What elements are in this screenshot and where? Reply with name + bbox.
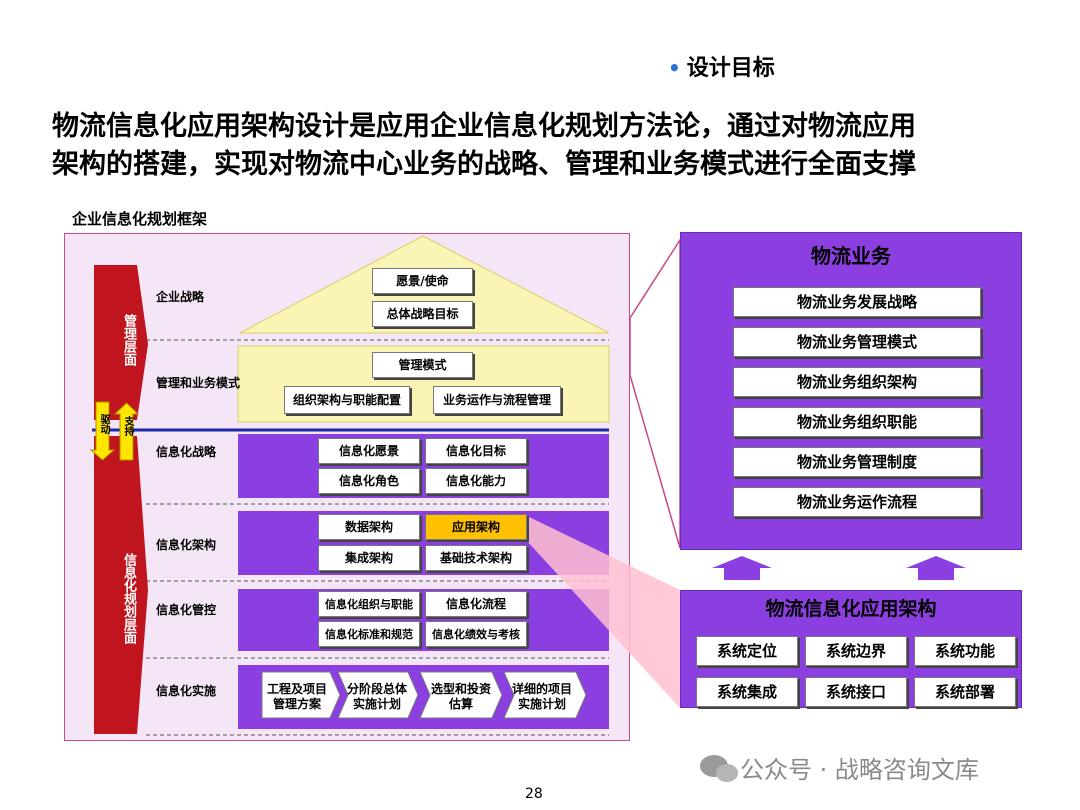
support-label: 支持	[122, 416, 133, 436]
arch-item: 系统定位	[696, 636, 798, 666]
box-it-capability: 信息化能力	[425, 468, 527, 494]
box-it-performance: 信息化绩效与考核	[425, 621, 527, 647]
step-selection-investment: 选型和投资估算	[430, 682, 491, 711]
business-item: 物流业务组织架构	[733, 367, 981, 397]
business-item: 物流业务发展战略	[733, 287, 981, 317]
row-label-it-architecture: 信息化架构	[156, 538, 217, 552]
management-level-label: 管理层面	[121, 314, 136, 366]
box-it-role: 信息化角色	[318, 468, 420, 494]
arch-item: 系统集成	[696, 677, 798, 707]
headline-line-1: 物流信息化应用架构设计是应用企业信息化规划方法论，通过对物流应用	[52, 111, 916, 142]
bullet-icon: •	[668, 56, 681, 80]
business-item: 物流业务运作流程	[733, 487, 981, 517]
up-arrow-right-icon	[906, 556, 966, 580]
box-org-structure: 组织架构与职能配置	[284, 386, 410, 414]
app-architecture-title: 物流信息化应用架构	[765, 598, 937, 620]
business-title: 物流业务	[811, 244, 891, 268]
arch-item: 系统部署	[914, 677, 1016, 707]
box-application-architecture: 应用架构	[425, 514, 527, 540]
step-project-management: 工程及项目管理方案	[266, 682, 327, 711]
box-integration-architecture: 集成架构	[318, 545, 420, 571]
up-arrow-left-icon	[712, 556, 772, 580]
arch-item: 系统边界	[805, 636, 907, 666]
box-data-architecture: 数据架构	[318, 514, 420, 540]
business-item: 物流业务组织职能	[733, 407, 981, 437]
row-label-enterprise-strategy: 企业战略	[156, 290, 205, 304]
band-strategy	[238, 434, 609, 498]
row-label-it-control: 信息化管控	[156, 603, 217, 617]
chevron-1	[261, 671, 341, 719]
connector-shape	[527, 516, 680, 708]
box-infrastructure-architecture: 基础技术架构	[425, 545, 527, 571]
business-item: 物流业务管理制度	[733, 447, 981, 477]
box-vision-mission: 愿景/使命	[372, 268, 473, 294]
headline: 物流信息化应用架构设计是应用企业信息化规划方法论，通过对物流应用 架构的搭建，实…	[52, 108, 1052, 184]
row-label-it-implementation: 信息化实施	[156, 684, 217, 698]
management-arrow	[94, 265, 148, 420]
step-phased-plan: 分阶段总体实施计划	[346, 682, 407, 711]
step-detailed-plan: 详细的项目实施计划	[511, 682, 572, 711]
framework-link-arrow	[629, 237, 681, 549]
arch-item: 系统功能	[914, 636, 1016, 666]
section-goal: •设计目标	[668, 50, 775, 82]
planning-arrow	[94, 436, 148, 734]
box-it-goal: 信息化目标	[425, 438, 527, 464]
framework-title: 企业信息化规划框架	[72, 210, 208, 228]
box-it-standards: 信息化标准和规范	[318, 621, 420, 647]
implementation-chevrons	[261, 671, 587, 719]
headline-line-2: 架构的搭建，实现对物流中心业务的战略、管理和业务模式进行全面支撑	[52, 149, 916, 180]
wechat-icon	[700, 755, 738, 782]
row-label-it-strategy: 信息化战略	[156, 445, 217, 459]
row-label-management-model: 管理和业务模式	[156, 376, 241, 390]
box-management-model: 管理模式	[372, 352, 473, 378]
goal-label: 设计目标	[686, 56, 775, 81]
box-it-organization: 信息化组织与职能	[318, 591, 420, 617]
band-control	[238, 589, 609, 651]
business-item: 物流业务管理模式	[733, 327, 981, 357]
box-it-vision: 信息化愿景	[318, 438, 420, 464]
box-business-process: 业务运作与流程管理	[433, 386, 561, 414]
page-number: 28	[525, 786, 543, 802]
arch-item: 系统接口	[805, 677, 907, 707]
chevron-3	[419, 671, 503, 719]
planning-level-label: 信息化规划层面	[121, 552, 136, 644]
watermark: 公众号 · 战略咨询文库	[696, 750, 979, 785]
box-it-process: 信息化流程	[425, 591, 527, 617]
drive-label: 驱动	[98, 414, 109, 434]
support-arrow-icon	[113, 402, 140, 461]
chevron-4	[503, 671, 587, 719]
chevron-2	[337, 671, 419, 719]
drive-arrow-icon	[89, 401, 116, 461]
box-overall-strategy-goal: 总体战略目标	[372, 301, 473, 327]
watermark-text: 公众号 · 战略咨询文库	[740, 756, 979, 784]
